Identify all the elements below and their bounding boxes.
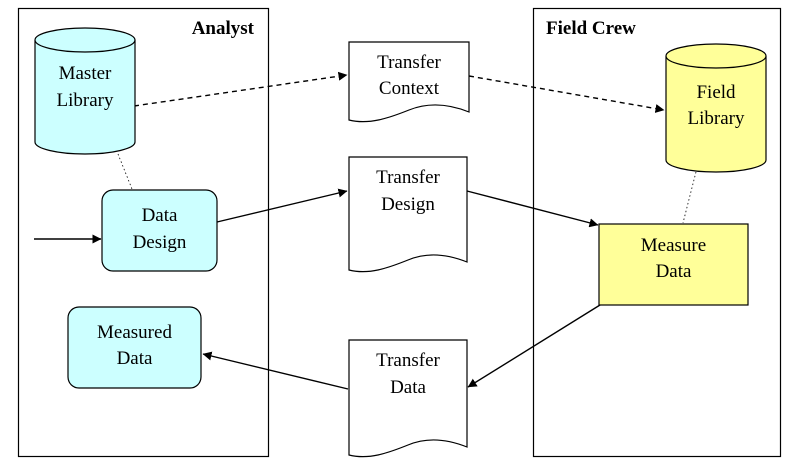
field-crew-lane-title: Field Crew: [546, 18, 636, 39]
edge-data-design-to-transfer-design: [216, 188, 348, 223]
edge-master-library-to-transfer-context: [133, 71, 348, 107]
transfer-context-shape: [348, 41, 470, 123]
edge-transfer-design-to-measure-data: [466, 190, 599, 228]
transfer-context-label-line2: Context: [379, 78, 440, 99]
master-library-database: Master Library: [34, 27, 136, 155]
master-library-label-line2: Library: [57, 90, 114, 111]
data-design-label-line2: Design: [133, 232, 187, 253]
field-library-cylinder-top: [665, 43, 767, 69]
master-library-cylinder-top: [34, 27, 136, 53]
measure-data-label-line2: Data: [656, 261, 692, 282]
data-design-box: [101, 189, 218, 272]
measured-data-label-line2: Data: [117, 348, 153, 369]
field-crew-lane: [532, 7, 782, 458]
transfer-design-document: Transfer Design: [348, 156, 468, 273]
transfer-design-shape: [348, 156, 468, 273]
edge-transfer-data-to-measured-data: [202, 351, 349, 390]
measure-data-box: [598, 223, 749, 306]
data-design-label-line1: Data: [142, 205, 178, 226]
transfer-data-label-line1: Transfer: [376, 350, 440, 371]
transfer-data-document: Transfer Data: [348, 339, 468, 458]
analyst-lane-title: Analyst: [192, 18, 255, 39]
transfer-context-label-line1: Transfer: [377, 52, 441, 73]
data-design-process: Data Design: [101, 189, 218, 272]
measured-data-label-line1: Measured: [97, 322, 172, 343]
edge-measure-data-to-transfer-data: [467, 304, 601, 388]
master-library-label-line1: Master: [59, 63, 112, 84]
field-library-cylinder-body: [665, 56, 767, 173]
analyst-lane: [17, 7, 270, 458]
measure-data-label-line1: Measure: [641, 235, 706, 256]
field-library-label-line1: Field: [696, 82, 736, 103]
measured-data-box: [67, 306, 202, 389]
transfer-data-shape: [348, 339, 468, 458]
edge-transfer-context-to-field-library: [468, 75, 665, 113]
measured-data-process: Measured Data: [67, 306, 202, 389]
transfer-data-label-line2: Data: [390, 377, 426, 398]
field-library-database: Field Library: [665, 43, 767, 173]
edge-field-library-to-measure-data: [682, 171, 697, 224]
measure-data-process: Measure Data: [598, 223, 749, 306]
transfer-context-document: Transfer Context: [348, 41, 470, 123]
master-library-cylinder-body: [34, 40, 136, 155]
transfer-design-label-line1: Transfer: [376, 167, 440, 188]
field-library-label-line2: Library: [688, 108, 745, 129]
transfer-design-label-line2: Design: [381, 194, 435, 215]
edge-master-library-to-data-design: [117, 153, 133, 190]
